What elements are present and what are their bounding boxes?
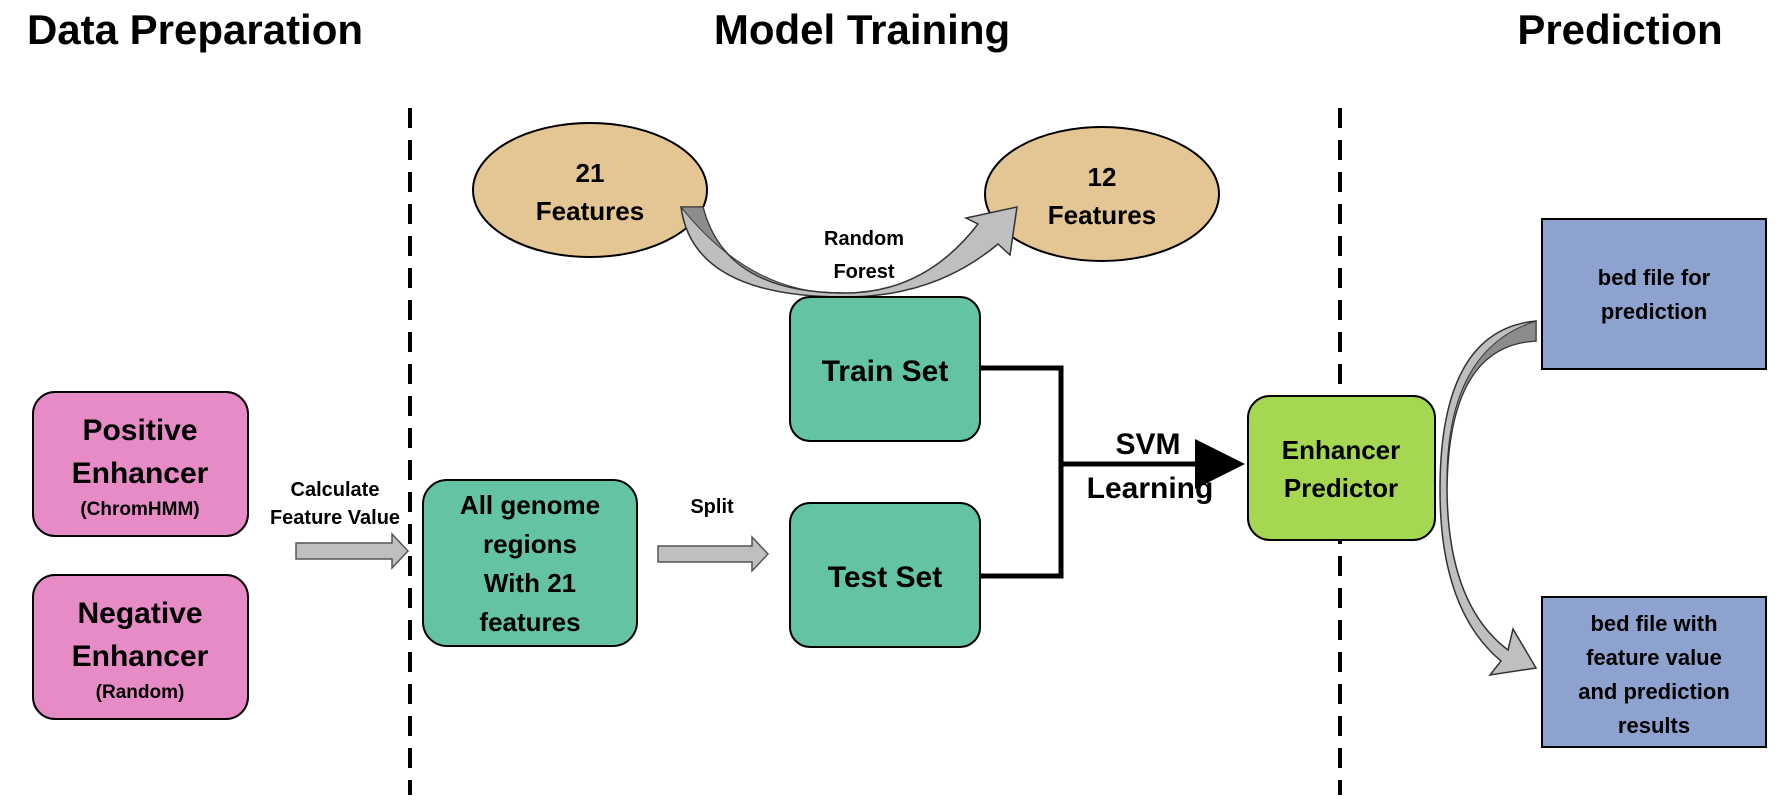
all-genome-line3: With 21 xyxy=(484,568,576,598)
features-21-ellipse xyxy=(472,122,708,258)
positive-enhancer-line1: Positive xyxy=(82,414,197,447)
bed-file-results-line2: feature value xyxy=(1586,645,1722,670)
features-12-line2: Features xyxy=(1048,200,1156,230)
bed-file-results-box xyxy=(1541,596,1767,748)
svm-label-line1: SVM xyxy=(1115,428,1180,461)
split-arrow xyxy=(657,535,770,573)
negative-enhancer-box xyxy=(32,574,249,720)
split-label: Split xyxy=(690,496,734,518)
positive-enhancer-box xyxy=(32,391,249,537)
section-title-data-preparation: Data Preparation xyxy=(27,6,363,53)
features-12-ellipse xyxy=(984,126,1220,262)
prediction-curve-arrow xyxy=(1439,320,1538,677)
positive-enhancer-sub: (ChromHMM) xyxy=(80,499,199,520)
enhancer-predictor-box xyxy=(1247,395,1436,541)
random-forest-label-line1: Random xyxy=(824,228,904,250)
section-title-model-training: Model Training xyxy=(714,6,1010,53)
all-genome-line4: features xyxy=(479,607,580,637)
random-forest-label-line2: Forest xyxy=(833,261,894,283)
train-set-label: Train Set xyxy=(822,355,949,388)
bed-file-results-line3: and prediction xyxy=(1578,679,1730,704)
features-21-line1: 21 xyxy=(576,158,605,188)
random-forest-arrow xyxy=(680,206,1018,298)
calculate-label-line1: Calculate xyxy=(291,479,380,501)
features-21-line2: Features xyxy=(536,196,644,226)
features-12-line1: 12 xyxy=(1088,162,1117,192)
bed-file-results-line4: results xyxy=(1618,713,1690,738)
all-genome-box xyxy=(422,479,638,647)
test-set-label: Test Set xyxy=(828,561,942,594)
negative-enhancer-line1: Negative xyxy=(77,597,202,630)
calculate-arrow xyxy=(295,532,410,570)
positive-enhancer-line2: Enhancer xyxy=(72,457,209,490)
enhancer-predictor-line2: Predictor xyxy=(1284,473,1398,503)
negative-enhancer-line2: Enhancer xyxy=(72,640,209,673)
bed-file-results-line1: bed file with xyxy=(1590,611,1717,636)
negative-enhancer-sub: (Random) xyxy=(96,682,185,703)
prediction-curve-arrow-shadow xyxy=(1446,320,1537,491)
bed-file-prediction-line2: prediction xyxy=(1601,299,1707,324)
enhancer-predictor-line1: Enhancer xyxy=(1282,435,1401,465)
random-forest-arrow-shadow xyxy=(679,206,846,294)
all-genome-line2: regions xyxy=(483,529,577,559)
section-title-prediction: Prediction xyxy=(1517,6,1722,53)
bed-file-prediction-box xyxy=(1541,218,1767,370)
bed-file-prediction-line1: bed file for xyxy=(1598,265,1711,290)
calculate-label-line2: Feature Value xyxy=(270,507,400,529)
svm-connector xyxy=(980,365,1064,579)
all-genome-line1: All genome xyxy=(460,490,600,520)
svm-label-line2: Learning xyxy=(1087,472,1214,505)
